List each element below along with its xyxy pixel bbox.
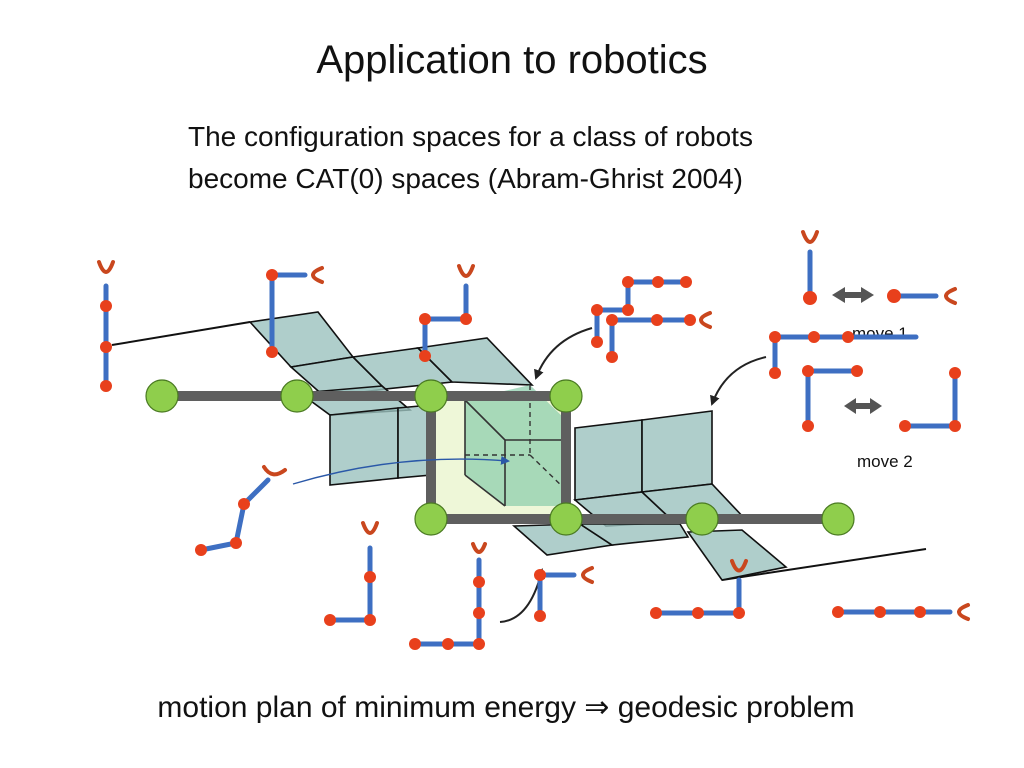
robot-arm-icon bbox=[195, 465, 287, 556]
wall-panel bbox=[641, 410, 713, 493]
robot-arm-icon bbox=[324, 521, 379, 626]
slide-subtitle: The configuration spaces for a class of … bbox=[188, 116, 868, 200]
robot-arm-icon bbox=[606, 311, 712, 363]
lower-panel-strip bbox=[511, 483, 788, 581]
path-node bbox=[685, 502, 719, 536]
path-node bbox=[280, 379, 314, 413]
robot-arm-icons bbox=[97, 230, 970, 650]
cube-front-face bbox=[465, 385, 566, 506]
path-node bbox=[549, 502, 583, 536]
subtitle-line-2: become CAT(0) spaces (Abram-Ghrist 2004) bbox=[188, 163, 743, 194]
motion-path-arrow-icon bbox=[292, 455, 510, 485]
wall-panel bbox=[329, 407, 399, 486]
robot-arm-icon bbox=[97, 260, 115, 392]
left-wall bbox=[329, 404, 432, 486]
robot-arm-icon bbox=[769, 331, 919, 379]
robot-arm-icon bbox=[887, 287, 957, 305]
slide-title: Application to robotics bbox=[316, 38, 708, 82]
cube-edge bbox=[464, 474, 506, 507]
wall-panel bbox=[574, 419, 643, 501]
robot-arm-icon bbox=[802, 365, 863, 432]
right-wall bbox=[574, 410, 713, 501]
central-cube bbox=[431, 385, 567, 519]
robot-arm-icon bbox=[409, 542, 487, 650]
path-node bbox=[414, 379, 448, 413]
double-arrow-icon bbox=[832, 287, 874, 303]
robot-arm-icon bbox=[591, 276, 692, 348]
slide-footer: motion plan of minimum energy ⇒ geodesic… bbox=[157, 691, 855, 724]
robot-arm-icon bbox=[832, 603, 970, 621]
robot-arm-icon bbox=[801, 230, 819, 305]
move-arrows bbox=[832, 287, 882, 414]
robot-arm-icon bbox=[266, 266, 324, 358]
subtitle-line-1: The configuration spaces for a class of … bbox=[188, 121, 753, 152]
robot-arm-icon bbox=[650, 559, 748, 619]
right-boundary-line bbox=[721, 548, 927, 581]
path-node bbox=[821, 502, 855, 536]
path-nodes bbox=[145, 379, 855, 536]
robot-arm-icon bbox=[419, 264, 475, 362]
robot-arm-icon bbox=[899, 367, 961, 432]
move-1-label: move 1 bbox=[852, 324, 908, 343]
path-node bbox=[549, 379, 583, 413]
curved-arrow-icon bbox=[710, 356, 767, 406]
path-node bbox=[414, 502, 448, 536]
path-node bbox=[145, 379, 179, 413]
robot-arm-icon bbox=[534, 566, 594, 622]
move-2-label: move 2 bbox=[857, 452, 913, 471]
double-arrow-icon bbox=[844, 398, 882, 414]
left-boundary-line bbox=[111, 321, 251, 346]
square-panel bbox=[686, 529, 788, 581]
curved-arrow-icon bbox=[534, 327, 593, 380]
square-panel bbox=[416, 337, 534, 386]
boundary-lines bbox=[111, 321, 927, 581]
